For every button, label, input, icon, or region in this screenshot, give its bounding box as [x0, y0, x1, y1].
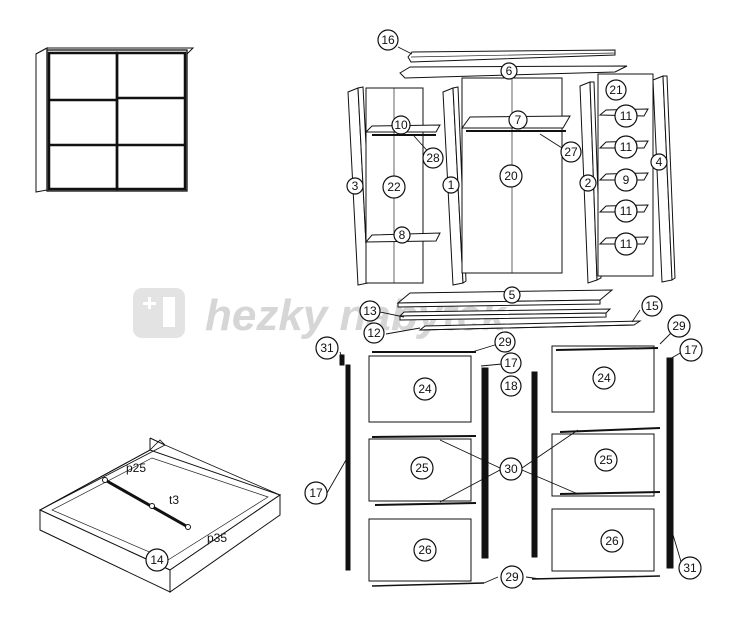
svg-text:31: 31 [320, 341, 334, 355]
callout-16: 16 [377, 29, 399, 51]
callout-29a: 29 [667, 314, 691, 338]
callout-8: 8 [393, 226, 411, 244]
base-frame-assembly: p25 t3 p35 [38, 437, 282, 593]
callout-17a: 17 [679, 338, 703, 362]
callout-14: 14 [145, 548, 169, 572]
leader-lines [326, 46, 683, 584]
svg-text:26: 26 [418, 543, 432, 557]
svg-text:11: 11 [620, 237, 633, 251]
callout-26b: 26 [600, 529, 624, 553]
svg-text:8: 8 [399, 228, 406, 242]
svg-text:11: 11 [620, 109, 633, 123]
svg-text:12: 12 [367, 326, 381, 340]
svg-text:11: 11 [620, 204, 633, 218]
svg-text:24: 24 [418, 382, 432, 396]
callout-22: 22 [382, 175, 406, 199]
callout-10: 10 [391, 115, 411, 135]
callout-30: 30 [499, 457, 523, 481]
svg-text:7: 7 [515, 113, 522, 127]
callout-31a: 31 [315, 336, 339, 360]
svg-text:24: 24 [597, 371, 611, 385]
svg-text:27: 27 [564, 145, 578, 159]
svg-text:6: 6 [506, 64, 513, 78]
callout-3: 3 [346, 177, 364, 195]
callout-18: 18 [500, 375, 522, 397]
callout-13: 13 [359, 300, 381, 322]
svg-text:28: 28 [426, 151, 440, 165]
callout-11a: 11 [614, 104, 638, 128]
callout-15: 15 [641, 295, 663, 317]
svg-text:5: 5 [509, 288, 516, 302]
callout-9: 9 [614, 168, 638, 192]
svg-text:21: 21 [609, 83, 623, 97]
callout-27: 27 [560, 141, 582, 163]
callout-17c: 17 [304, 481, 328, 505]
svg-text:26: 26 [605, 534, 619, 548]
svg-text:25: 25 [599, 453, 613, 467]
callout-12: 12 [363, 322, 385, 344]
callout-11d: 11 [614, 232, 638, 256]
svg-text:17: 17 [309, 486, 323, 500]
label-t3: t3 [169, 493, 179, 507]
wardrobe-assembled [35, 47, 195, 193]
svg-text:31: 31 [683, 561, 697, 575]
svg-text:10: 10 [394, 118, 408, 132]
callout-7: 7 [508, 110, 528, 130]
callout-24a: 24 [413, 377, 437, 401]
callout-2: 2 [579, 174, 597, 192]
svg-text:22: 22 [387, 180, 401, 194]
svg-text:14: 14 [150, 553, 164, 567]
svg-text:1: 1 [448, 178, 455, 192]
callout-5: 5 [503, 286, 521, 304]
svg-text:29: 29 [498, 335, 512, 349]
svg-text:30: 30 [504, 462, 518, 476]
svg-text:18: 18 [504, 379, 518, 393]
callout-11b: 11 [614, 135, 638, 159]
callout-6: 6 [500, 62, 518, 80]
svg-text:17: 17 [684, 343, 698, 357]
callout-29c: 29 [500, 565, 524, 589]
callout-1: 1 [442, 176, 460, 194]
svg-text:29: 29 [672, 319, 686, 333]
callout-25b: 25 [594, 448, 618, 472]
svg-text:25: 25 [415, 461, 429, 475]
callout-17b: 17 [500, 352, 522, 374]
svg-text:15: 15 [645, 299, 659, 313]
svg-text:11: 11 [620, 140, 633, 154]
svg-text:2: 2 [585, 176, 592, 190]
callout-28: 28 [422, 147, 444, 169]
svg-text:20: 20 [504, 169, 518, 183]
callout-21: 21 [605, 79, 627, 101]
callout-20: 20 [499, 164, 523, 188]
svg-text:13: 13 [363, 304, 377, 318]
callout-31b: 31 [678, 556, 702, 580]
svg-text:17: 17 [504, 356, 518, 370]
svg-text:3: 3 [352, 179, 359, 193]
svg-text:4: 4 [656, 155, 663, 169]
label-p25: p25 [126, 461, 146, 475]
callout-24b: 24 [592, 366, 616, 390]
label-p35: p35 [207, 531, 227, 545]
callout-4: 4 [650, 153, 668, 171]
callout-11c: 11 [614, 199, 638, 223]
svg-text:16: 16 [381, 33, 395, 47]
svg-text:9: 9 [623, 173, 630, 187]
callout-25a: 25 [410, 456, 434, 480]
callout-29b: 29 [494, 331, 516, 353]
callout-26a: 26 [413, 538, 437, 562]
svg-text:29: 29 [505, 570, 519, 584]
